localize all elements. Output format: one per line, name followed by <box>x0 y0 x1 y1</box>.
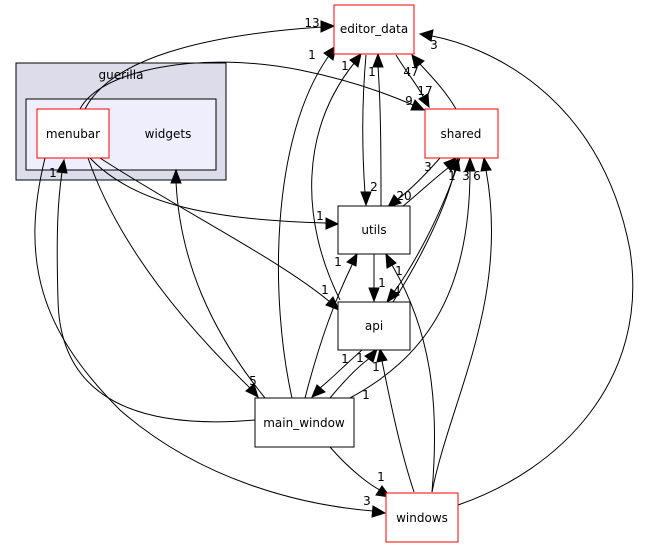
label-shared-editor: 47 <box>403 65 418 79</box>
label-shared-utils: 20 <box>396 189 411 203</box>
label-mainwin-shared-2: 1 <box>362 388 370 402</box>
label-utils-editor: 1 <box>368 65 376 79</box>
edge-api-mainwin <box>319 349 363 389</box>
edge-mainwin-widgets <box>175 181 266 399</box>
label-shared-api: 4 <box>393 284 401 298</box>
edge-shared-utils <box>396 157 441 201</box>
edge-editor-utils <box>362 54 367 194</box>
edge-menubar-mainwin <box>87 157 251 389</box>
edge-api-editor <box>311 61 356 301</box>
node-shared[interactable]: shared <box>424 108 499 159</box>
node-utils-label: utils <box>361 223 386 237</box>
edge-mainwin-editor <box>277 56 329 399</box>
label-utils-shared: 3 <box>424 160 432 174</box>
edge-menubar-utils <box>89 157 327 224</box>
node-shared-label: shared <box>441 127 482 141</box>
edge-windows-api <box>381 360 415 493</box>
edge-windows-editor <box>431 35 634 506</box>
label-menubar-utils: 1 <box>316 209 324 223</box>
node-windows-label: windows <box>396 511 448 525</box>
label-api-mainwin: 1 <box>341 352 349 366</box>
node-api[interactable]: api <box>337 301 411 351</box>
label-api-shared: 1 <box>448 169 456 183</box>
edge-mainwin-windows <box>329 446 381 491</box>
label-mainwin-windows: 1 <box>377 470 385 484</box>
node-utils[interactable]: utils <box>337 205 411 255</box>
edge-utils-shared <box>401 167 449 208</box>
edge-menubar-windows <box>34 157 374 512</box>
edge-mainwin-menubar <box>56 171 256 423</box>
label-windows-utils: 1 <box>395 264 403 278</box>
node-api-label: api <box>365 319 383 333</box>
edge-utils-editor <box>377 65 382 207</box>
label-windows-api: 1 <box>372 360 380 374</box>
node-main-window[interactable]: main_window <box>254 397 355 448</box>
label-windows-editor: 3 <box>430 38 438 52</box>
label-menubar-mainwin: 5 <box>249 374 257 388</box>
node-main-window-label: main_window <box>263 416 345 430</box>
label-mainwin-editor: 1 <box>308 48 316 62</box>
label-mainwin-utils: 1 <box>334 255 342 269</box>
label-windows-shared: 6 <box>473 169 481 183</box>
edge-windows-shared <box>431 169 493 493</box>
edge-windows-utils <box>391 264 436 493</box>
label-mainwin-shared: 3 <box>462 169 470 183</box>
edge-menubar-editor <box>84 26 323 110</box>
label-menubar-shared: 9 <box>405 94 413 108</box>
node-editor-data[interactable]: editor_data <box>333 4 415 55</box>
label-editor-shared: 17 <box>417 84 432 98</box>
node-windows[interactable]: windows <box>385 492 459 543</box>
label-menubar-api: 1 <box>321 283 329 297</box>
edge-editor-shared <box>395 54 424 97</box>
label-mainwin-api: 1 <box>356 351 364 365</box>
cluster-guerilla-label: guerilla <box>99 68 144 82</box>
label-menubar-editor: 13 <box>304 16 319 30</box>
node-editor-data-label: editor_data <box>340 22 408 36</box>
node-widgets-label: widgets <box>145 127 192 141</box>
label-menubar-windows: 3 <box>363 494 371 508</box>
label-api-editor: 1 <box>341 59 349 73</box>
node-widgets[interactable]: widgets <box>145 127 192 141</box>
node-menubar-label: menubar <box>46 127 100 141</box>
label-utils-api: 1 <box>378 276 386 290</box>
edge-mainwin-utils <box>304 264 353 399</box>
label-editor-utils: 2 <box>370 180 378 194</box>
edge-menubar-shared <box>79 61 414 110</box>
edge-mainwin-shared <box>349 169 471 399</box>
label-mainwin-menubar: 1 <box>49 166 57 180</box>
edges <box>34 20 634 518</box>
edge-menubar-api <box>99 157 331 303</box>
edge-shared-api <box>393 157 461 293</box>
edge-mainwin-api <box>329 357 371 399</box>
edge-labels: 13 1 1 1 3 47 17 9 1 2 20 3 1 3 6 1 1 1 … <box>49 16 481 508</box>
edge-shared-editor <box>419 63 457 110</box>
node-menubar[interactable]: menubar <box>36 108 110 159</box>
